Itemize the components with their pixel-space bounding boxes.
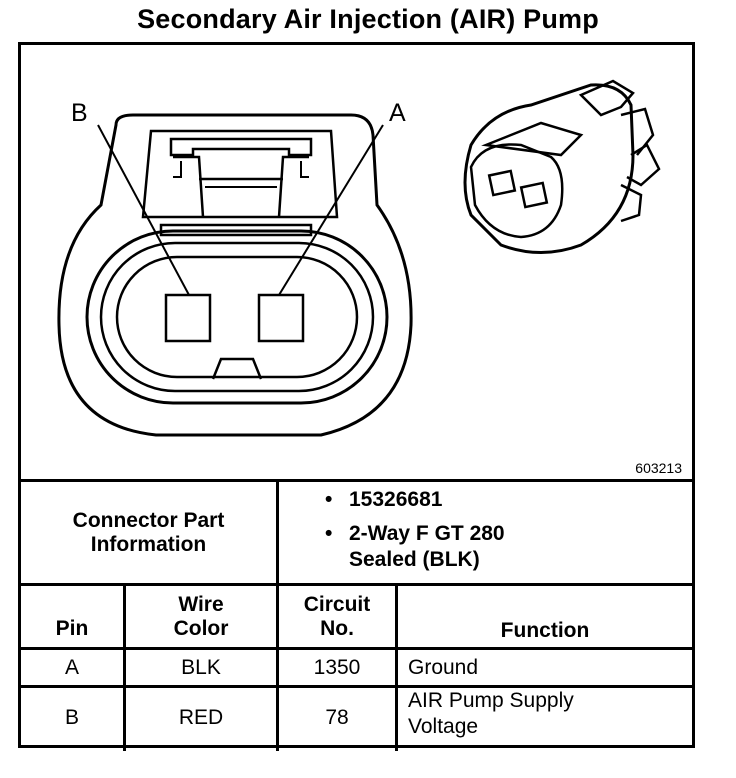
header-circuit-line1: Circuit <box>303 592 371 616</box>
row-b-function: AIR Pump Supply Voltage <box>398 688 692 748</box>
header-wire-color-line2: Color <box>173 616 229 640</box>
row-a-color: BLK <box>181 655 221 679</box>
connector-info-heading-line2: Information <box>90 532 207 556</box>
row-b-pin: B <box>64 706 79 729</box>
header-wire-color-line1: Wire <box>178 592 224 616</box>
connector-description-line1: 2-Way F GT 280 <box>349 522 505 545</box>
row-b-function-line1: AIR Pump Supply <box>408 689 574 712</box>
row-b-circuit: 78 <box>325 706 349 729</box>
header-function: Function <box>500 619 590 642</box>
pin-cavity-a <box>257 293 305 343</box>
housing-outline <box>57 113 413 437</box>
connector-info-heading: Connector Part Information <box>21 482 276 583</box>
connector-description: 2-Way F GT 280 Sealed (BLK) <box>321 521 681 573</box>
pin-label-a: A <box>389 99 406 127</box>
page-title: Secondary Air Injection (AIR) Pump <box>137 4 599 34</box>
header-pin: Pin <box>55 617 89 640</box>
leader-line-b <box>97 124 190 296</box>
connector-info-heading-line1: Connector Part <box>72 508 225 532</box>
seal-ring-inner <box>115 255 359 379</box>
row-a-circuit: 1350 <box>313 655 361 679</box>
divider-col3 <box>395 583 398 751</box>
divider-info-bottom <box>21 583 692 586</box>
connector-description-line2: Sealed (BLK) <box>349 548 480 571</box>
latch-frame <box>169 137 313 157</box>
divider-col1 <box>123 583 126 751</box>
row-b-color: RED <box>178 706 224 729</box>
divider-header <box>21 647 692 650</box>
divider-col2 <box>276 583 279 751</box>
connector-face-drawing <box>57 79 661 437</box>
latch-outline <box>141 129 339 219</box>
divider-row1 <box>21 685 692 688</box>
polarity-key <box>211 357 263 380</box>
connector-diagram: B A 603213 <box>21 45 692 481</box>
pin-cavity-b <box>164 293 212 343</box>
header-circuit: Circuit No. <box>279 586 395 647</box>
row-a-pin: A <box>64 655 79 679</box>
header-wire-color: Wire Color <box>126 586 276 647</box>
connector-frame: B A 603213 Connector Part Information 15… <box>18 42 695 751</box>
connector-info-bullets: 15326681 2-Way F GT 280 Sealed (BLK) <box>321 487 681 573</box>
seal-ring-middle <box>99 241 375 393</box>
row-b-function-line2: Voltage <box>408 715 479 738</box>
header-circuit-line2: No. <box>320 616 354 640</box>
pin-label-b: B <box>71 99 88 127</box>
seal-ring-outer <box>85 229 389 405</box>
figure-id: 603213 <box>635 460 682 476</box>
leader-line-a <box>278 124 384 296</box>
divider-diagram <box>21 479 692 482</box>
connector-part-number: 15326681 <box>321 487 681 513</box>
row-a-function: Ground <box>408 655 479 679</box>
divider-info <box>276 479 279 585</box>
connector-3d-view <box>463 79 661 254</box>
